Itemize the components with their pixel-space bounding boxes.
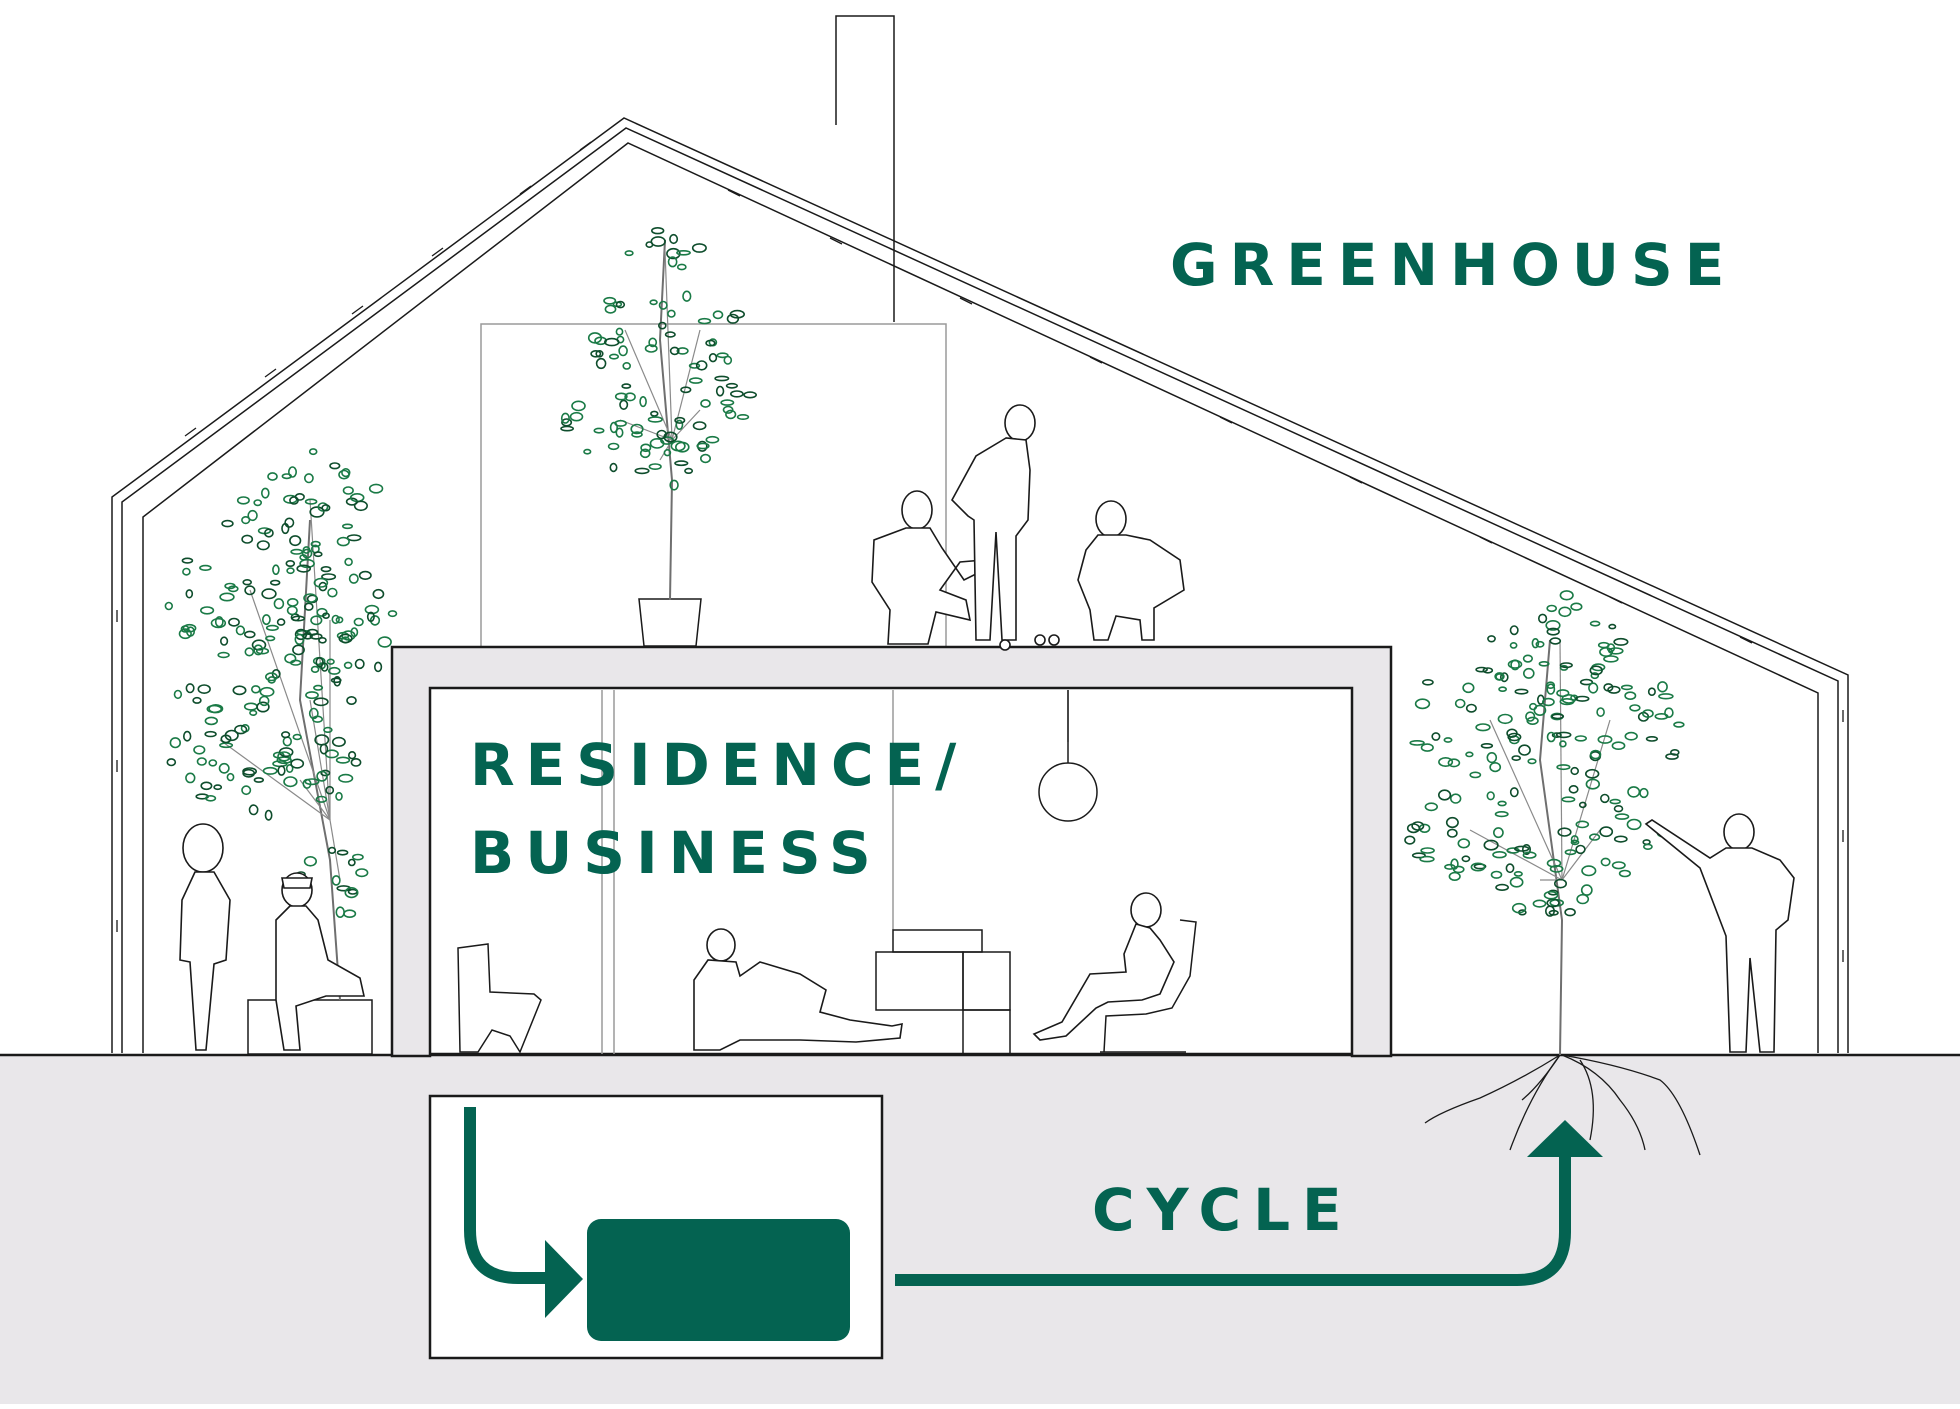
greenhouse-frame [111,117,1849,1053]
residence-label-line1: RESIDENCE/ [470,731,967,799]
roof-ticks [116,141,1844,962]
planter-box [247,999,373,1055]
arrow-head-up [1527,1120,1603,1157]
interior-details [601,690,1069,1054]
cycle-arrows [464,1107,1571,1286]
person-kneeling [1077,500,1185,641]
chimney [835,15,895,322]
lounge-chair-left [457,943,542,1054]
fireplace [875,929,1011,1055]
residence-box [390,645,1393,1058]
residence-label-line2: BUSINESS [470,819,882,887]
trees [164,227,1685,1056]
people [179,404,1795,1053]
arrow-head-right [545,1240,583,1318]
person-crouching [871,490,985,645]
person-reclining [693,928,903,1051]
person-seated-chair [1032,892,1175,1041]
tree-roots [1424,1054,1701,1156]
tree-roof [560,227,757,601]
cycle-label: CYCLE [1092,1176,1354,1244]
person-standing-roof [951,404,1036,641]
person-woman-left [179,823,231,1051]
greenhouse-label: GREENHOUSE [1170,231,1736,299]
person-seated-left [275,872,365,1051]
lounge-chair-right [1100,919,1197,1053]
person-pointing [1644,813,1795,1053]
tree-left [164,448,398,1001]
tree-right [1404,590,1685,1056]
plant-pot [638,598,702,647]
pendant-lamp [1038,762,1098,822]
processing-unit [587,1219,850,1341]
upper-room [480,323,947,648]
ground [0,1055,1960,1404]
